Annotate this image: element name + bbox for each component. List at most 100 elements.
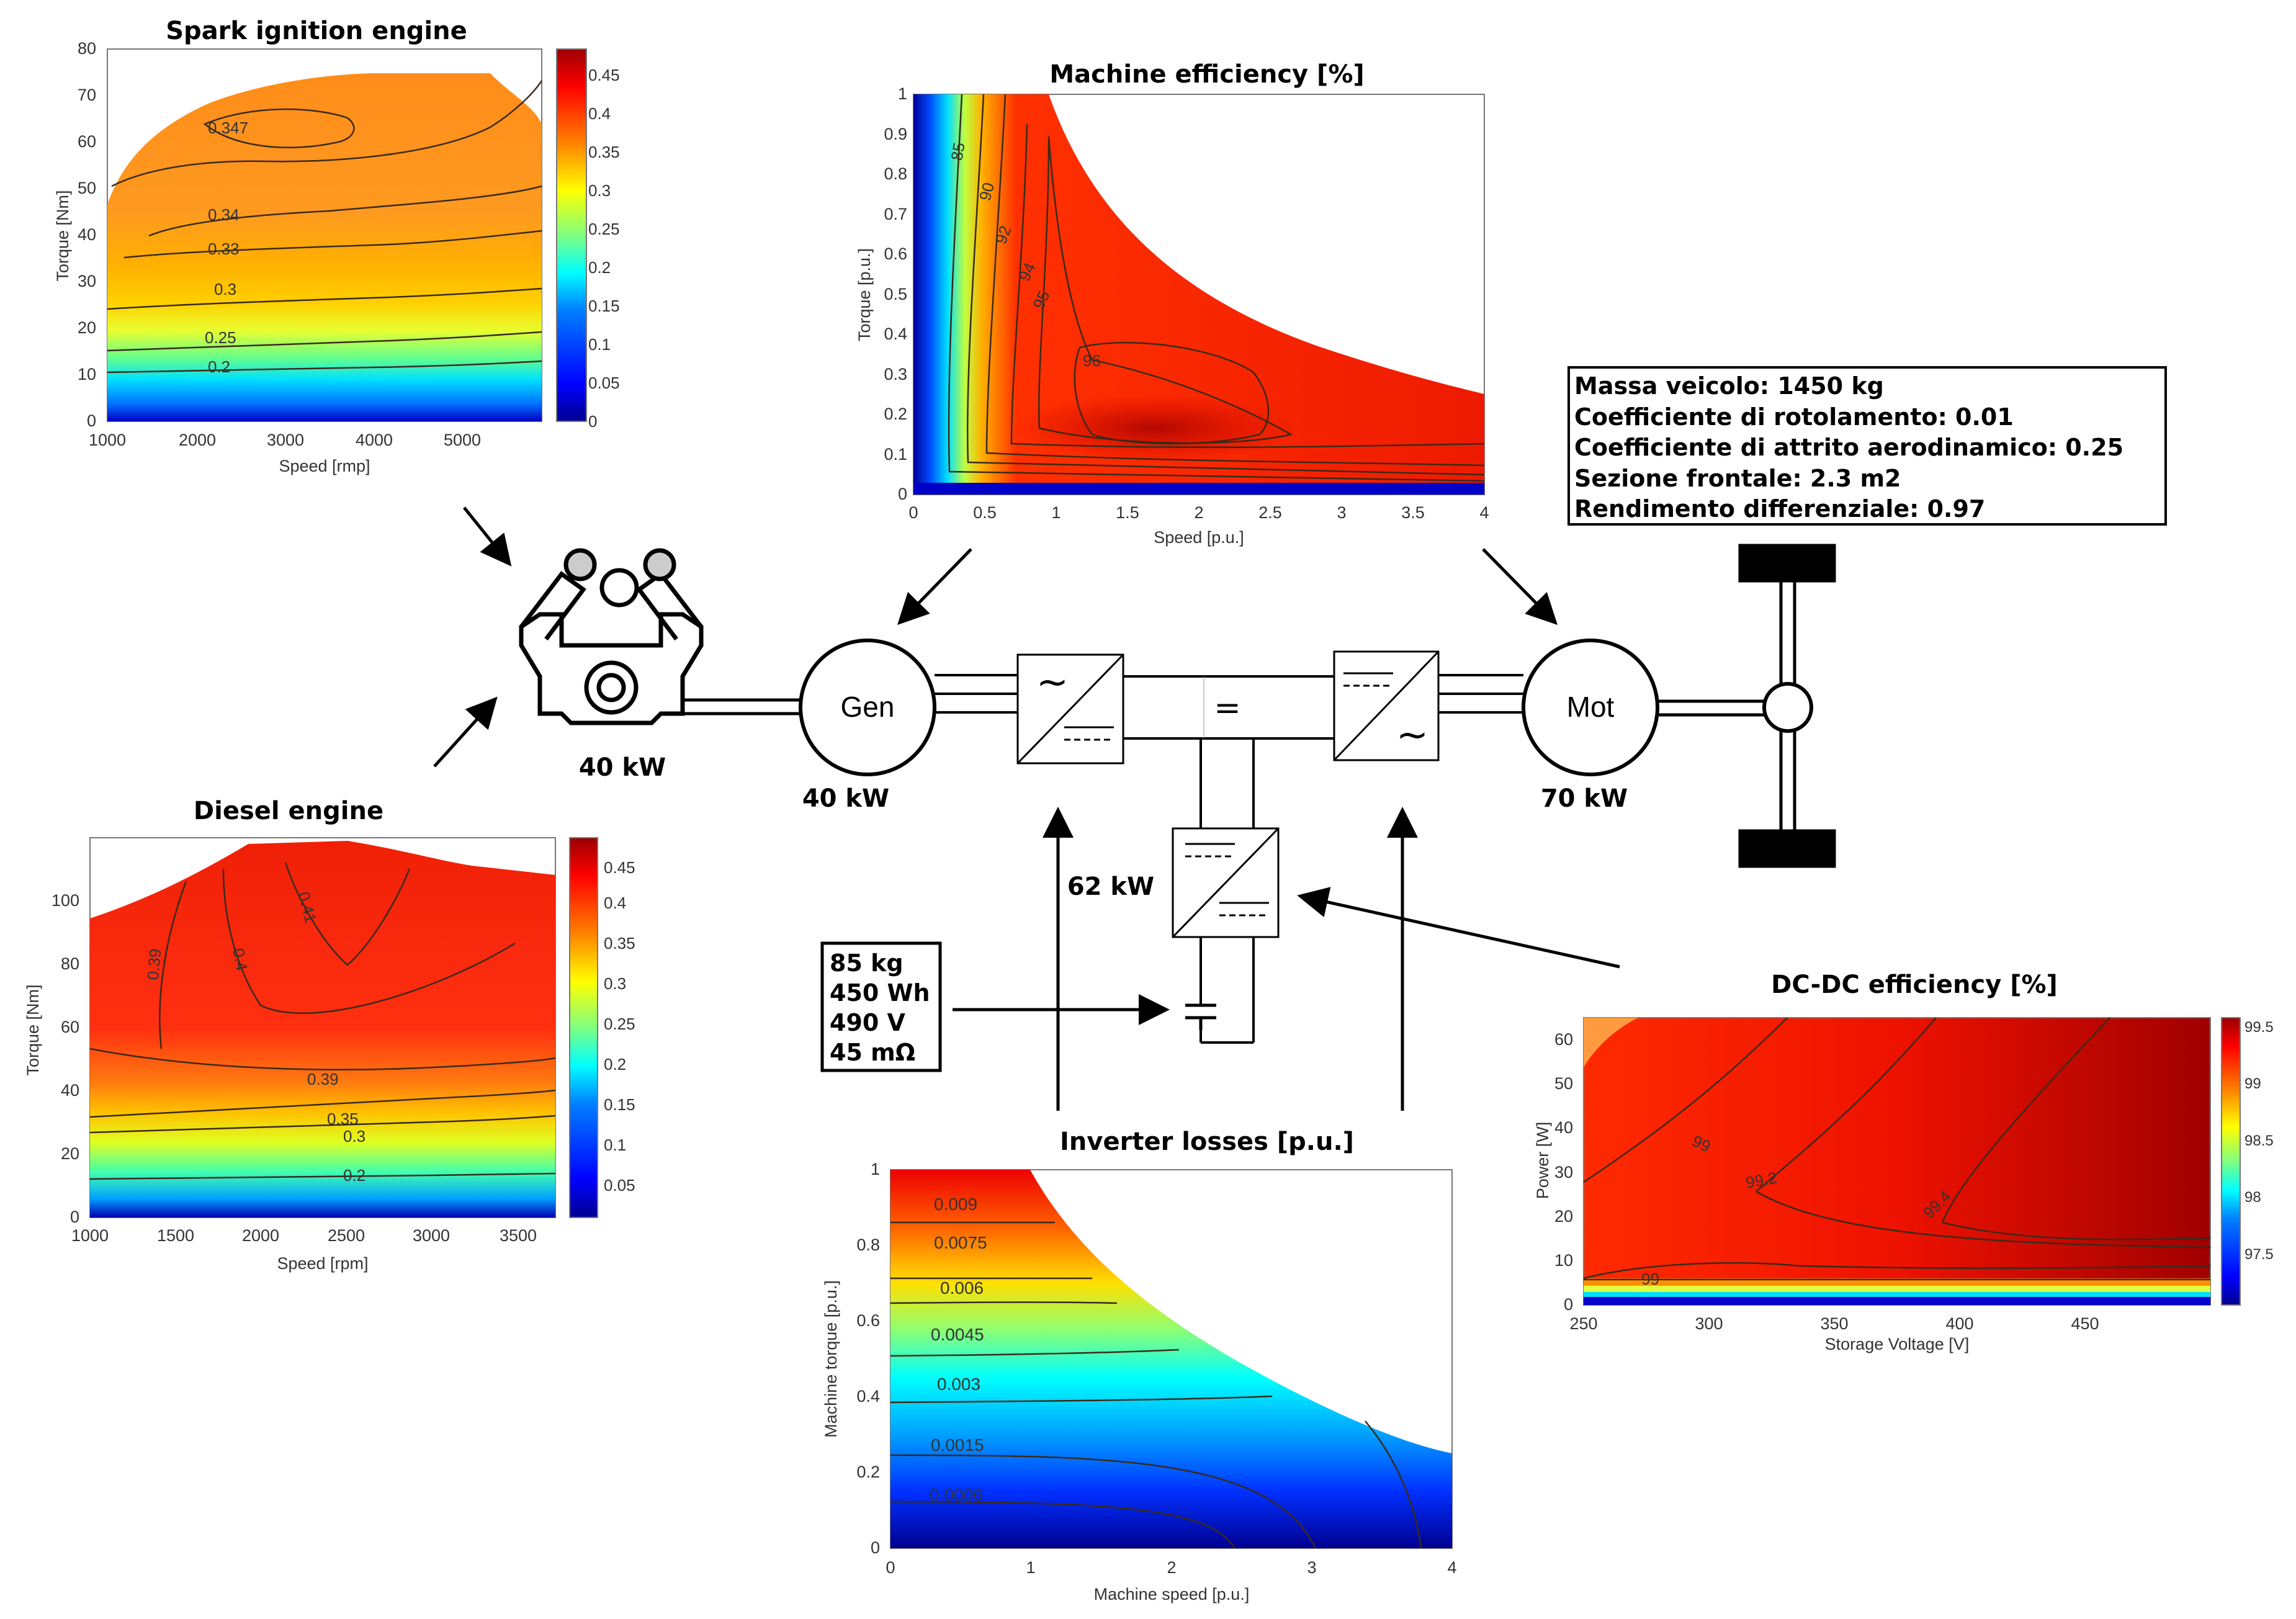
generator-power: 40 kW bbox=[802, 784, 889, 813]
colorbar bbox=[556, 48, 587, 422]
dcdc-converter-icon bbox=[1172, 827, 1280, 938]
colorbar-tick: 0.2 bbox=[604, 1055, 626, 1074]
inverter-2-icon bbox=[1333, 650, 1440, 761]
y-tick: 0 bbox=[87, 411, 96, 430]
dcdc-surface bbox=[1583, 1017, 2211, 1306]
y-tick: 20 bbox=[61, 1144, 79, 1163]
contour-label: 0.39 bbox=[307, 1070, 339, 1088]
contour-label: 0.2 bbox=[343, 1166, 365, 1185]
battery-mass: 85 kg bbox=[830, 949, 904, 977]
y-tick: 0 bbox=[898, 485, 907, 503]
contour-label: 0.25 bbox=[205, 328, 236, 347]
x-tick: 5000 bbox=[444, 431, 481, 449]
y-tick: 0.6 bbox=[884, 244, 907, 263]
y-tick: 60 bbox=[78, 132, 96, 151]
x-tick: 2 bbox=[1194, 503, 1203, 522]
battery-energy: 450 Wh bbox=[830, 979, 930, 1007]
x-tick: 4 bbox=[1447, 1558, 1456, 1577]
battery-icon bbox=[1185, 1003, 1216, 1030]
axle-icon bbox=[1738, 544, 1836, 868]
x-axis-label: Speed [rmp] bbox=[279, 457, 370, 475]
engine-icon bbox=[519, 548, 704, 725]
x-axis-label: Storage Voltage [V] bbox=[1825, 1335, 1970, 1353]
generator-icon bbox=[799, 639, 936, 776]
arrow bbox=[433, 696, 498, 768]
colorbar-tick: 97.5 bbox=[2244, 1246, 2274, 1263]
contour-label: 0.0075 bbox=[934, 1233, 987, 1252]
colorbar-tick: 0.15 bbox=[588, 297, 620, 315]
colorbar-tick: 0.05 bbox=[588, 374, 620, 392]
motor-power: 70 kW bbox=[1541, 784, 1628, 813]
x-tick: 2 bbox=[1167, 1558, 1176, 1577]
colorbar-tick: 0.45 bbox=[604, 858, 635, 877]
arrow bbox=[463, 506, 512, 567]
y-tick: 0.2 bbox=[856, 1463, 880, 1481]
y-tick: 0 bbox=[70, 1208, 79, 1226]
y-tick: 30 bbox=[78, 272, 96, 290]
inverter-2-ac-symbol: ~ bbox=[1396, 712, 1428, 757]
colorbar-tick: 0.45 bbox=[588, 66, 620, 84]
y-tick: 0.8 bbox=[884, 164, 907, 183]
x-tick: 2000 bbox=[179, 431, 216, 449]
y-tick: 70 bbox=[78, 86, 96, 104]
dc-bus-equals: = bbox=[1214, 689, 1241, 727]
y-tick: 0.2 bbox=[884, 405, 907, 423]
x-tick: 3 bbox=[1337, 503, 1346, 522]
x-tick: 1500 bbox=[157, 1226, 194, 1245]
colorbar-tick: 0.3 bbox=[588, 181, 611, 200]
powertrain-schematic bbox=[519, 544, 1836, 1044]
y-tick: 20 bbox=[78, 318, 96, 337]
contour-label: 0.009 bbox=[934, 1195, 977, 1214]
x-tick: 4000 bbox=[356, 431, 393, 449]
x-tick: 3500 bbox=[500, 1226, 537, 1245]
motor-icon bbox=[1522, 639, 1659, 776]
colorbar-tick: 0.3 bbox=[604, 974, 626, 993]
machine-surface bbox=[913, 94, 1484, 495]
x-tick: 4 bbox=[1479, 503, 1489, 522]
y-tick: 0.1 bbox=[884, 445, 907, 464]
y-tick: 0.3 bbox=[884, 365, 907, 383]
y-tick: 0 bbox=[871, 1538, 880, 1557]
battery-voltage: 490 V bbox=[830, 1009, 906, 1036]
y-tick: 40 bbox=[1554, 1118, 1573, 1137]
x-tick: 1 bbox=[1051, 503, 1061, 522]
chart-inverter-losses: Inverter losses [p.u.] 0.009 0.0075 0.00… bbox=[822, 1128, 1457, 1603]
connector-arrows bbox=[433, 506, 1620, 1111]
colorbar-tick: 0.1 bbox=[588, 335, 611, 354]
x-tick: 0 bbox=[886, 1558, 895, 1577]
x-tick: 450 bbox=[2071, 1314, 2099, 1333]
x-tick: 2.5 bbox=[1258, 503, 1282, 522]
x-tick: 1.5 bbox=[1116, 503, 1139, 522]
y-tick: 0 bbox=[1564, 1295, 1573, 1314]
y-tick: 0.9 bbox=[884, 125, 907, 143]
colorbar-tick: 0.15 bbox=[604, 1095, 635, 1114]
contour-label: 0.3 bbox=[343, 1127, 365, 1146]
y-axis-label: Torque [Nm] bbox=[24, 984, 42, 1075]
colorbar-tick: 0.4 bbox=[604, 894, 626, 912]
y-tick: 1 bbox=[898, 84, 907, 103]
y-tick: 50 bbox=[78, 179, 96, 197]
y-tick: 0.6 bbox=[856, 1311, 880, 1330]
battery-info-box: 85 kg 450 Wh 490 V 45 mΩ bbox=[820, 941, 942, 1072]
colorbar-tick: 0.35 bbox=[604, 934, 635, 953]
y-tick: 80 bbox=[78, 39, 96, 58]
y-axis-label: Torque [p.u.] bbox=[855, 248, 874, 341]
x-tick: 250 bbox=[1569, 1314, 1597, 1333]
colorbar-tick: 99 bbox=[2244, 1075, 2261, 1092]
chart-title: Machine efficiency [%] bbox=[1049, 60, 1364, 89]
contour-label: 0.347 bbox=[208, 119, 248, 137]
chart-title: DC-DC efficiency [%] bbox=[1771, 971, 2058, 999]
y-tick: 0.8 bbox=[856, 1236, 880, 1254]
y-axis-label: Power [W] bbox=[1533, 1122, 1552, 1200]
colorbar-tick: 0.25 bbox=[604, 1015, 635, 1033]
x-tick: 1000 bbox=[89, 431, 126, 449]
y-tick: 50 bbox=[1554, 1074, 1573, 1093]
chart-dcdc-efficiency: DC-DC efficiency [%] 99 99.2 99.4 99 0 1… bbox=[1533, 971, 2274, 1353]
x-tick: 400 bbox=[1945, 1314, 1973, 1333]
y-tick: 100 bbox=[52, 891, 79, 910]
y-axis-label: Machine torque [p.u.] bbox=[822, 1280, 840, 1438]
chart-title: Spark ignition engine bbox=[166, 17, 467, 45]
colorbar-tick: 0.2 bbox=[588, 258, 611, 277]
colorbar-tick: 0.05 bbox=[604, 1176, 635, 1195]
